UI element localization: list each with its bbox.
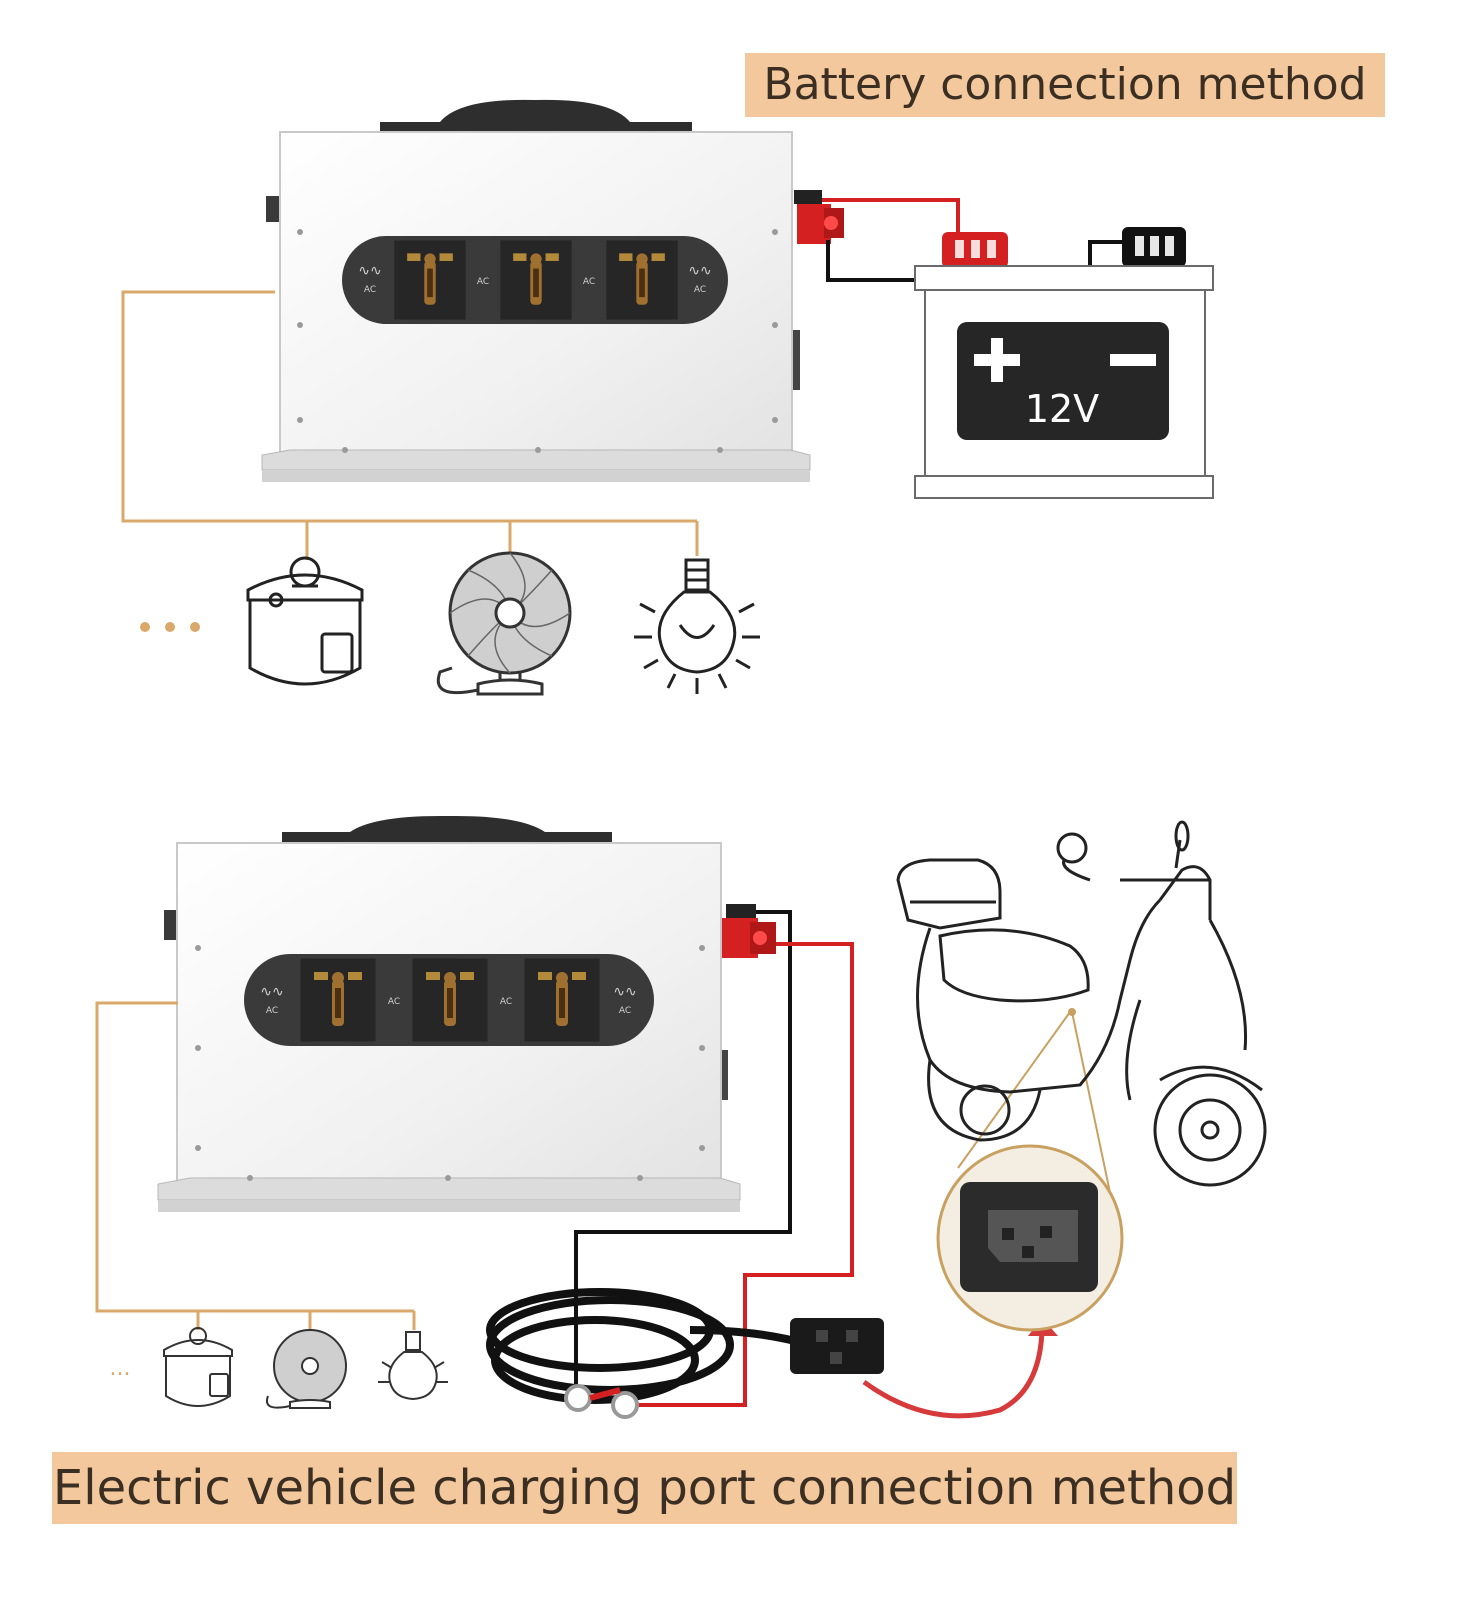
ac-label: AC [694,285,706,295]
ac-label: AC [500,997,512,1007]
ac-label: AC [477,277,489,287]
arrow-icon [862,1329,1045,1419]
pressure-cooker-icon [246,556,364,686]
electric-scooter-icon [896,820,1267,1187]
svg-text:∿∿: ∿∿ [358,263,381,279]
more-appliances-dots [140,622,200,632]
light-bulb-icon-small [378,1331,448,1401]
svg-text:∿∿: ∿∿ [260,984,283,1000]
ac-label: AC [619,1006,631,1016]
svg-text:∿∿: ∿∿ [613,984,636,1000]
inverter-bottom: ∿∿ AC AC AC ∿∿ AC [157,815,776,1212]
ring-terminals [564,1384,639,1419]
more-appliances-ellipsis: ... [110,1356,131,1381]
title-battery-connection: Battery connection method [745,53,1385,117]
electric-fan-icon [436,551,572,696]
ac-label: AC [583,277,595,287]
ev-charging-plug [790,1318,884,1374]
light-bulb-icon [634,558,760,694]
title-ev-port-connection: Electric vehicle charging port connectio… [52,1452,1237,1524]
pressure-cooker-icon-small [163,1327,233,1407]
battery-12v: 12V [914,227,1214,499]
svg-text:∿∿: ∿∿ [688,263,711,279]
ac-label: AC [388,997,400,1007]
ac-output-lines-bottom [95,1001,416,1330]
port-closeup [936,1008,1124,1332]
charging-cable [486,1288,812,1404]
inverter-top: ∿∿ AC AC AC ∿∿ AC [261,99,844,482]
ac-label: AC [364,285,376,295]
ac-label: AC [266,1006,278,1016]
electric-fan-icon-small [266,1329,347,1409]
battery-voltage-label: 12V [1025,387,1099,431]
ev-port-wires [574,910,854,1407]
